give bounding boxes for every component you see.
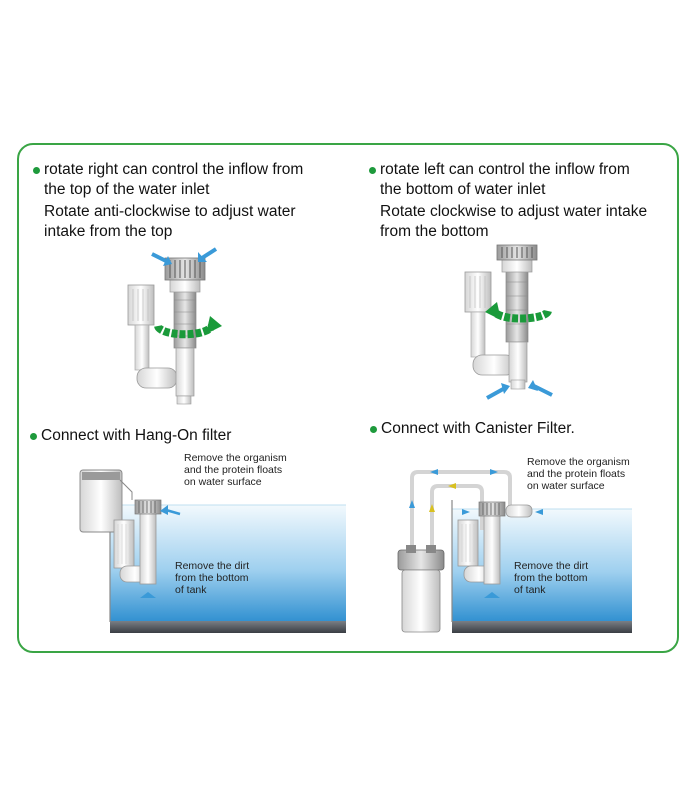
- bullet-icon: [33, 167, 40, 174]
- top-right-line-3: Rotate clockwise to adjust water intake: [380, 203, 648, 220]
- hang-on-note-top-2: and the protein floats: [184, 464, 283, 476]
- top-right-line-4: from the bottom: [380, 223, 489, 240]
- hang-on-note-top-1: Remove the organism: [184, 452, 287, 464]
- top-left-line-4: intake from the top: [44, 223, 173, 240]
- top-left-line-3: Rotate anti-clockwise to adjust water: [44, 203, 296, 220]
- canister-tank-diagram: [397, 469, 632, 633]
- skimmer-diagram-top-left: [127, 247, 222, 405]
- hang-on-note-bottom-3: of tank: [175, 584, 207, 596]
- top-right-line-1: rotate left can control the inflow from: [380, 161, 630, 178]
- hang-on-note-bottom-2: from the bottom: [175, 572, 249, 584]
- canister-note-top-2: and the protein floats: [527, 468, 626, 480]
- canister-note-bottom-1: Remove the dirt: [514, 560, 589, 572]
- bullet-icon: [369, 167, 376, 174]
- hang-on-note-top-3: on water surface: [184, 476, 262, 488]
- bullet-icon: [30, 433, 37, 440]
- top-left-line-1: rotate right can control the inflow from: [44, 161, 304, 178]
- canister-title: Connect with Canister Filter.: [381, 420, 575, 437]
- top-left-line-2: the top of the water inlet: [44, 181, 210, 198]
- content-frame: [17, 143, 679, 653]
- hang-on-tank-diagram: [79, 469, 346, 633]
- hang-on-title: Connect with Hang-On filter: [41, 427, 232, 444]
- canister-note-bottom-3: of tank: [514, 584, 546, 596]
- canister-note-bottom-2: from the bottom: [514, 572, 588, 584]
- skimmer-diagram-top-right: [464, 244, 553, 400]
- bullet-icon: [370, 426, 377, 433]
- canister-note-top-3: on water surface: [527, 480, 605, 492]
- top-right-line-2: the bottom of water inlet: [380, 181, 546, 198]
- canister-note-top-1: Remove the organism: [527, 456, 630, 468]
- hang-on-note-bottom-1: Remove the dirt: [175, 560, 250, 572]
